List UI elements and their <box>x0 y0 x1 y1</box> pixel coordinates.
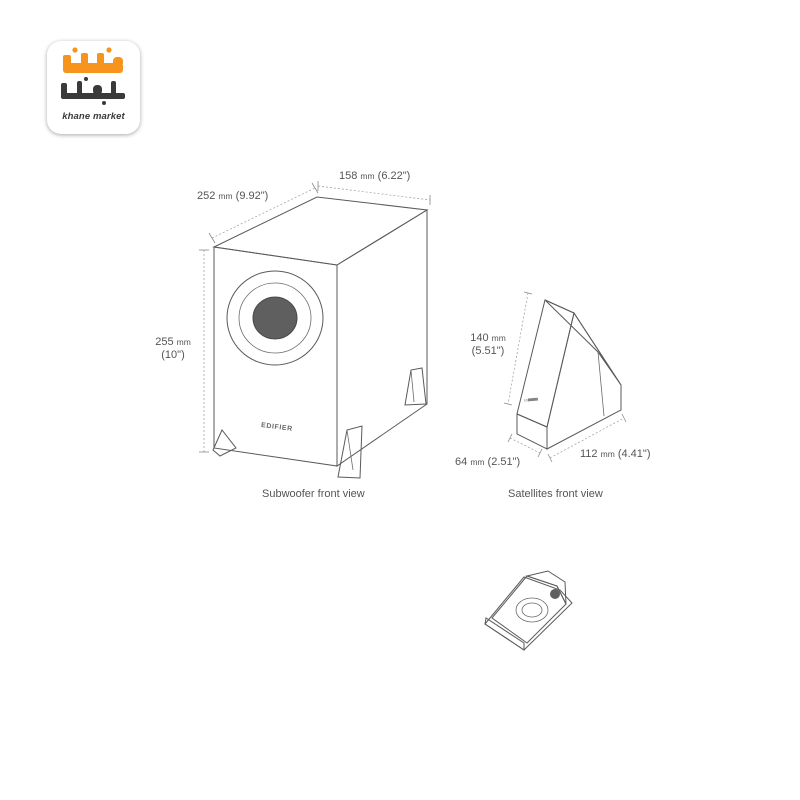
satellite-caption: Satellites front view <box>508 488 603 500</box>
satellite-drawing <box>516 299 622 450</box>
satellite-depth-label: 112 mm (4.41") <box>580 448 651 460</box>
khane-market-logo-icon <box>61 47 125 105</box>
subwoofer-drawing <box>212 196 429 479</box>
khane-market-logo: khane market <box>47 41 140 134</box>
subwoofer-caption: Subwoofer front view <box>262 488 365 500</box>
satellite-rear-view-drawing <box>484 570 573 651</box>
satellite-width-label: 64 mm (2.51") <box>455 456 521 468</box>
subwoofer-dimension-lines <box>199 181 431 453</box>
logo-caption: khane market <box>62 111 125 122</box>
satellite-height-label: 140 mm (5.51") <box>470 332 506 357</box>
subwoofer-height-label: 255 mm (10") <box>155 336 191 361</box>
subwoofer-depth-label: 158 mm (6.22") <box>339 170 411 182</box>
satellite-dimension-lines <box>503 291 627 463</box>
subwoofer-width-label: 252 mm (9.92") <box>197 190 269 202</box>
satellite-brand-label: EDIFIER <box>523 397 536 403</box>
